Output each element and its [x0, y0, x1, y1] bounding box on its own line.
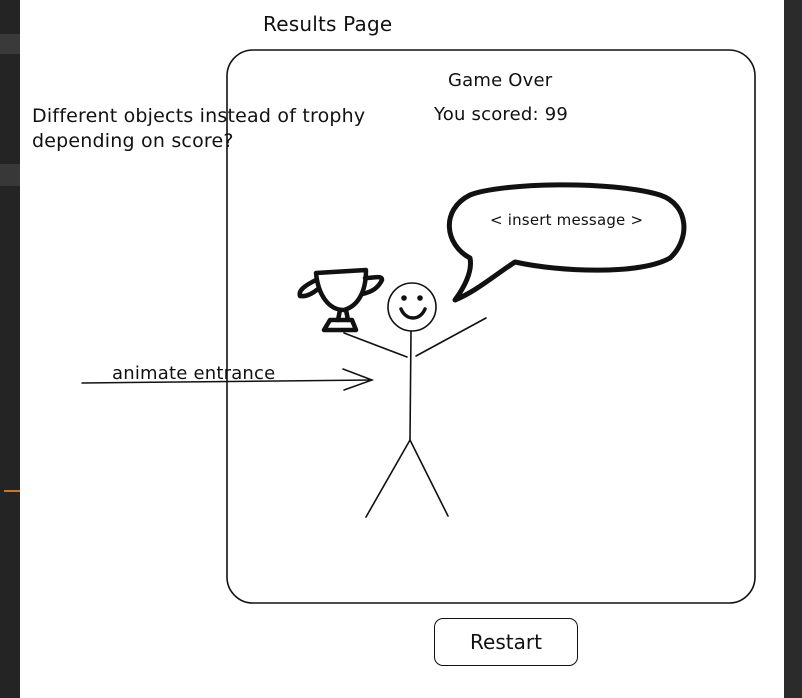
- stick-figure-icon: [343, 282, 487, 518]
- left-editor-edge: [0, 0, 20, 698]
- arrow-right-icon: [81, 368, 375, 391]
- left-edge-tab-2: [0, 164, 20, 186]
- speech-bubble-text: < insert message >: [490, 211, 644, 229]
- score-text: You scored: 99: [434, 104, 569, 125]
- sketch-canvas: [20, 0, 784, 698]
- right-editor-edge: [784, 0, 802, 698]
- results-card-frame: [226, 49, 756, 604]
- animate-entrance-label: animate entrance: [112, 363, 276, 384]
- game-over-heading: Game Over: [448, 70, 553, 91]
- trophy-icon: [297, 267, 385, 333]
- design-note-line-2: depending on score?: [32, 130, 234, 152]
- left-edge-accent: [4, 490, 20, 492]
- design-note-line-1: Different objects instead of trophy: [32, 105, 366, 127]
- page-title: Results Page: [263, 12, 393, 36]
- restart-button[interactable]: Restart: [434, 618, 578, 666]
- left-edge-tab: [0, 34, 20, 54]
- speech-bubble: [446, 182, 687, 303]
